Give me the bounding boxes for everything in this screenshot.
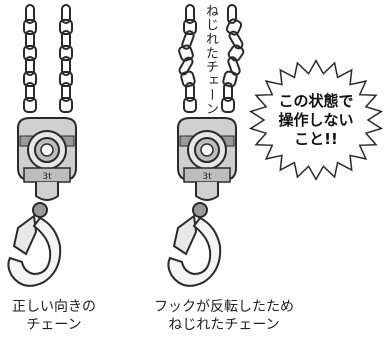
- right-chain-1: [176, 4, 197, 113]
- twisted-chain-caption: フックが反転したため ねじれたチェーン: [124, 298, 324, 334]
- right-chain-2: [221, 4, 246, 113]
- left-chain-2: [59, 4, 73, 113]
- warning-text: この状態で 操作しない こと!!: [268, 92, 364, 149]
- warning-line-2: 操作しない: [278, 111, 354, 129]
- left-chain-1: [23, 4, 37, 113]
- twisted-caption-line-1: フックが反転したため: [154, 299, 294, 315]
- right-hoist-body: 3t: [177, 117, 237, 201]
- right-hook: [167, 202, 222, 287]
- left-hoist-body: 3t: [17, 117, 77, 201]
- correct-chain-caption: 正しい向きの チェーン: [0, 298, 108, 334]
- warning-line-1: この状態で: [278, 92, 354, 110]
- warning-line-3: こと!!: [294, 130, 338, 148]
- correct-caption-line-2: チェーン: [26, 317, 82, 333]
- svg-text:3t: 3t: [42, 172, 52, 182]
- twisted-caption-line-2: ねじれたチェーン: [168, 317, 280, 333]
- svg-text:3t: 3t: [202, 172, 212, 182]
- chain-link: [227, 29, 245, 51]
- twisted-chain-label: ねじれたチェーン: [203, 4, 218, 116]
- warning-starburst: [248, 59, 384, 181]
- correct-caption-line-1: 正しい向きの: [12, 299, 96, 315]
- left-hook: [7, 202, 62, 287]
